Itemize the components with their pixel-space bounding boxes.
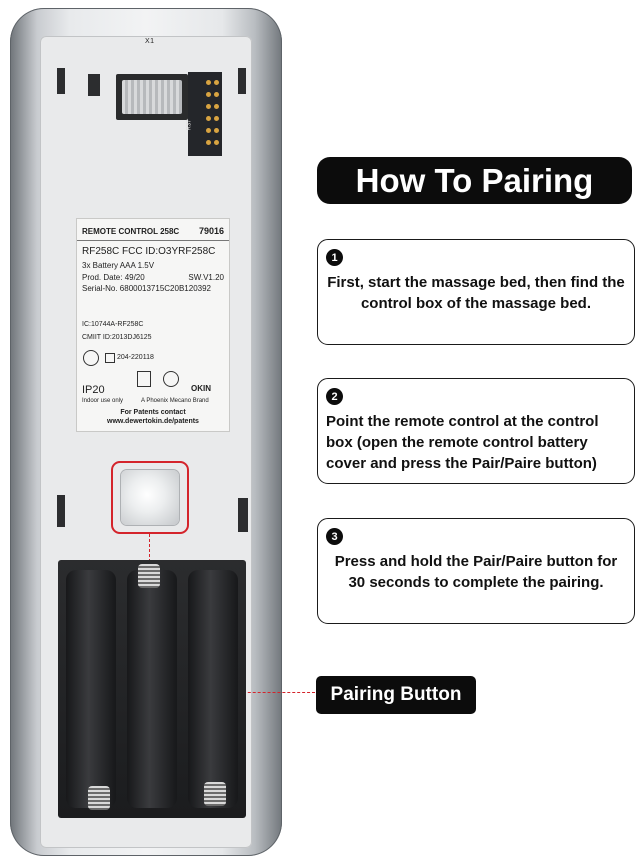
switch-knob (122, 80, 182, 114)
label-sw-version: SW.V1.20 (188, 273, 224, 282)
battery-spring-icon (88, 786, 110, 810)
pcb-pin (206, 140, 211, 145)
label-brand-line: A Phoenix Mecano Brand (141, 398, 209, 404)
product-label: REMOTE CONTROL 258C 79016 RF258C FCC ID:… (76, 218, 230, 432)
label-divider (77, 240, 229, 241)
battery-slot (127, 570, 177, 808)
housing-slot (238, 498, 248, 532)
label-patents-line1: For Patents contact (120, 409, 186, 416)
pairing-button (121, 470, 179, 525)
weee-bin-icon (137, 371, 151, 387)
pcb-pin (214, 104, 219, 109)
step-text: First, start the massage bed, then find … (327, 274, 625, 312)
housing-slot (238, 68, 246, 94)
pcb-pin (214, 92, 219, 97)
label-cmiit: CMIIT ID:2013DJ6125 (82, 334, 152, 341)
pairing-button-callout: Pairing Button (316, 676, 476, 714)
pcb-pin (214, 116, 219, 121)
label-serial: Serial-No. 6800013715C20B120392 (82, 284, 211, 293)
step-number-badge: 3 (326, 528, 343, 545)
pcb-pin (214, 80, 219, 85)
label-number: 79016 (198, 226, 224, 236)
step-card-1: 1 First, start the massage bed, then fin… (317, 239, 635, 345)
label-fcc: RF258C FCC ID:O3YRF258C (82, 246, 216, 257)
label-cert: 204-220118 (117, 354, 154, 361)
slide-switch (116, 74, 188, 120)
step-text: Point the remote control at the control … (326, 413, 599, 472)
pcb-pin (214, 140, 219, 145)
pcb-pin (206, 104, 211, 109)
label-battery: 3x Battery AAA 1.5V (82, 261, 155, 270)
label-title: REMOTE CONTROL 258C (82, 227, 180, 236)
label-ip-rating: IP20 (82, 384, 105, 396)
battery-slot (188, 570, 238, 808)
pcb-pin (206, 80, 211, 85)
label-patents-line2: www.dewertokin.de/patents (107, 418, 199, 425)
recycle-icon (163, 371, 179, 387)
ce-mark-icon (83, 350, 99, 366)
battery-compartment (58, 560, 246, 818)
remote-control-photo (10, 8, 282, 856)
pcb-pin (214, 128, 219, 133)
pcb-connector: R37 (186, 72, 222, 156)
page-title: How To Pairing (317, 157, 632, 204)
battery-spring-icon (138, 564, 160, 588)
pairing-button-highlight (111, 461, 189, 534)
battery-spring-icon (204, 782, 226, 806)
pcb-marking: R37 (186, 119, 193, 131)
step-number-badge: 2 (326, 388, 343, 405)
step-number-badge: 1 (326, 249, 343, 266)
step-card-2: 2 Point the remote control at the contro… (317, 378, 635, 484)
pcb-pin (206, 116, 211, 121)
label-prod-date: Prod. Date: 49/20 (82, 273, 145, 282)
step-text: Press and hold the Pair/Paire button for… (334, 553, 618, 591)
board-marking: X1 (145, 38, 155, 45)
pcb-pin (206, 128, 211, 133)
label-ic: IC:10744A-RF258C (82, 321, 144, 328)
label-indoor: Indoor use only (82, 398, 124, 404)
cert-mark-icon (105, 353, 115, 363)
step-card-3: 3 Press and hold the Pair/Paire button f… (317, 518, 635, 624)
housing-slot (57, 68, 65, 94)
housing-slot (57, 495, 65, 527)
housing-slot (88, 74, 100, 96)
label-okin: OKIN (191, 384, 211, 393)
pcb-pin (206, 92, 211, 97)
battery-slot (66, 570, 116, 808)
